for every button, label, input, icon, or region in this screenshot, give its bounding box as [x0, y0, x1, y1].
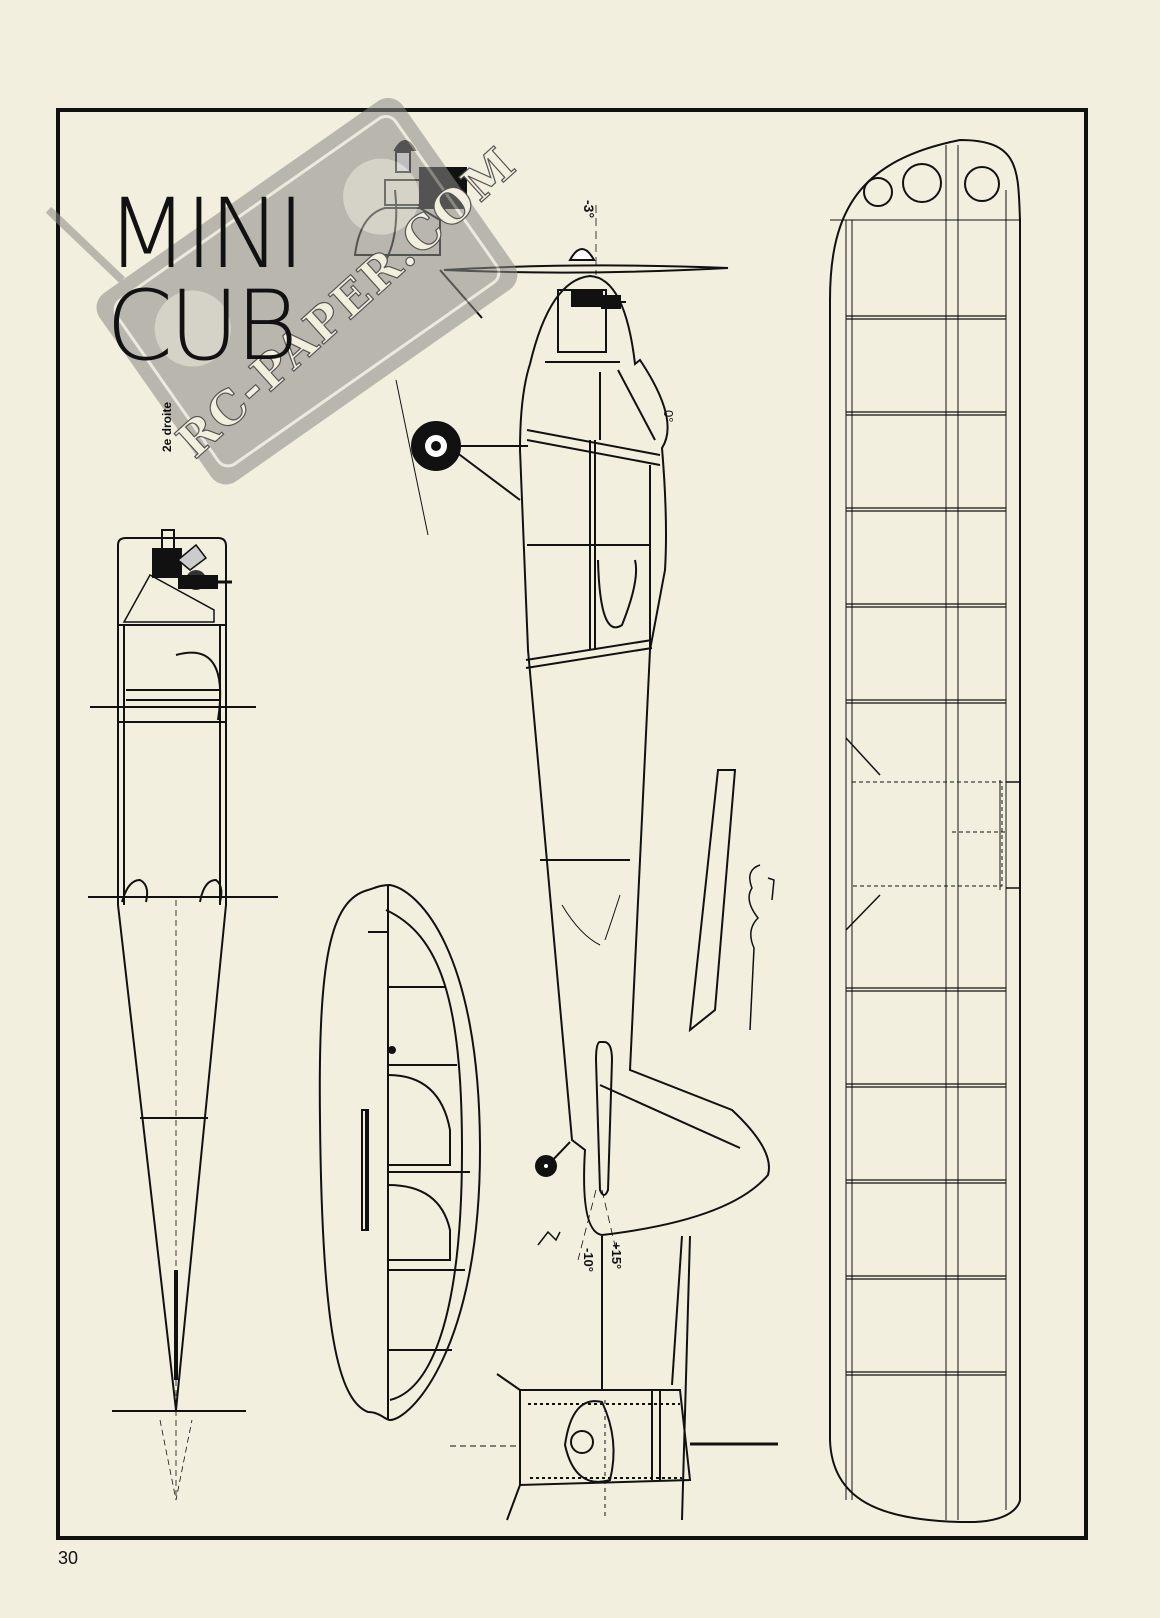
fuselage-top-view: [88, 537, 278, 1412]
tail-wheel: [535, 1141, 571, 1246]
propeller: [443, 248, 729, 274]
plan-frame: [56, 108, 1088, 1540]
wing-tip-holes: [863, 163, 1000, 207]
title-line-2: CUB: [106, 270, 298, 382]
angle-label-elevator-up: +15°: [609, 1242, 624, 1269]
wing-spars: [830, 145, 1020, 1520]
title-line-1: MINI: [106, 178, 305, 290]
side-strut-and-fin: [671, 769, 775, 1521]
stabilizer-plan: [318, 883, 482, 1422]
fuselage-side-engine: [571, 291, 626, 309]
wing-ribs: [846, 315, 1006, 1376]
nose-section-detail: [450, 1236, 778, 1521]
sub-label: 2e droite: [160, 401, 174, 452]
fuselage-top-centerline: [159, 900, 193, 1501]
angle-label-top: -3°: [581, 200, 597, 218]
angle-label-wing: 0°: [661, 410, 676, 422]
landing-gear: [395, 379, 528, 536]
stabilizer-side: [594, 1041, 614, 1196]
fuselage-side-view: [518, 274, 770, 1237]
wing-plan: [829, 138, 1021, 1523]
fuselage-top-engine: [122, 529, 232, 623]
watermark-logo: [45, 97, 518, 485]
wing-center-section: [851, 781, 1008, 887]
angle-label-elevator-down: -10°: [581, 1248, 596, 1272]
wing-root-marks: [845, 737, 1020, 931]
incidence-lines: [577, 205, 617, 1261]
page-number: 30: [58, 1548, 79, 1568]
